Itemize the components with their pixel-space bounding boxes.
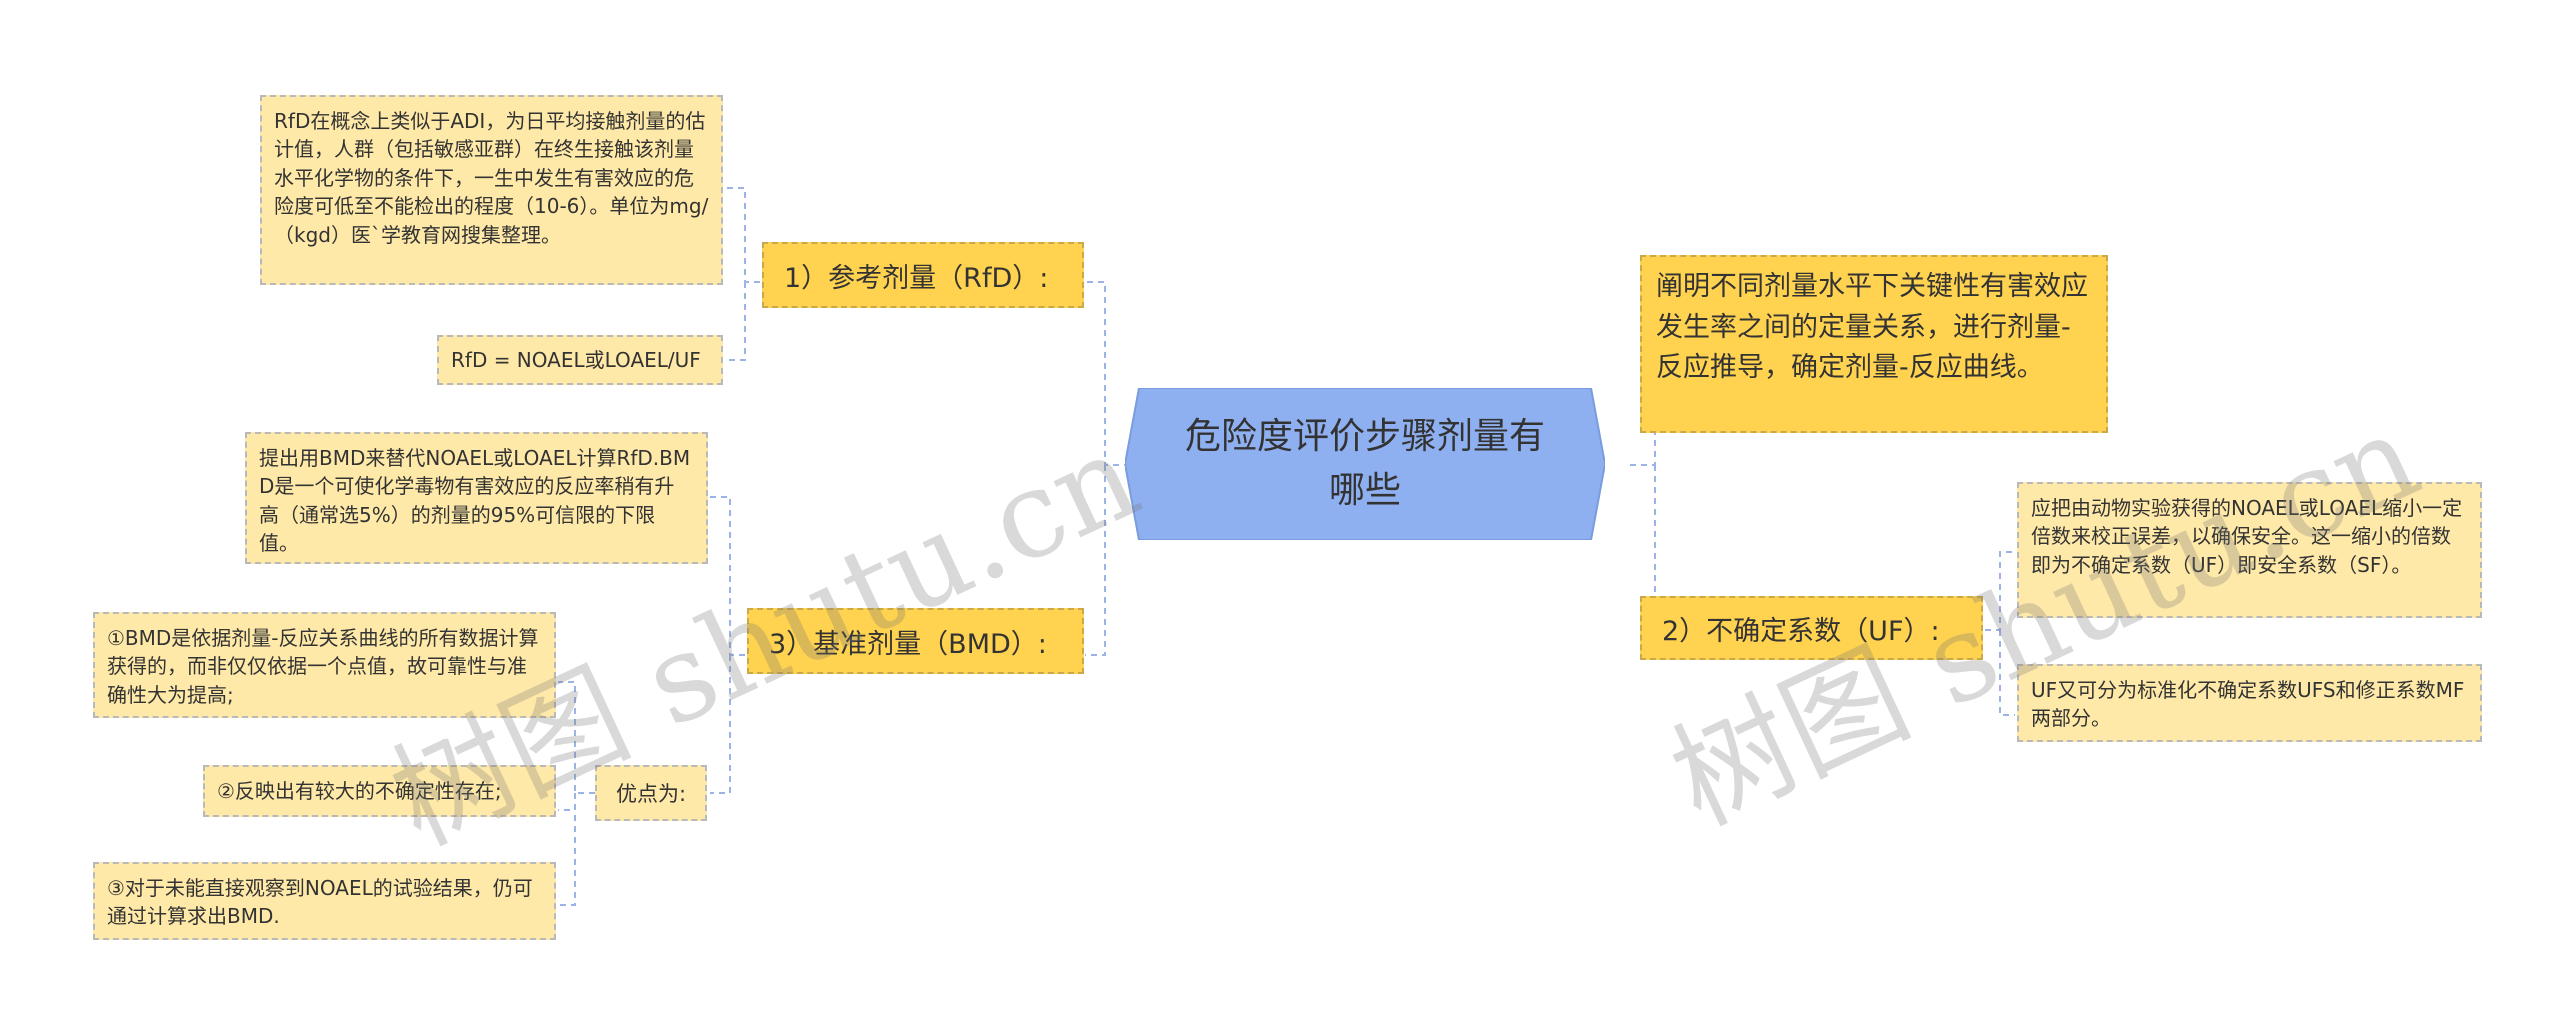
central-topic[interactable]: 危险度评价步骤剂量有哪些 (1184, 416, 1545, 511)
branch-uf[interactable]: 2）不确定系数（UF）: (1640, 596, 1983, 660)
bmd-advantage-2[interactable]: ②反映出有较大的不确定性存在; (203, 765, 556, 817)
bmd-advantages-label[interactable]: 优点为: (595, 765, 707, 821)
bmd-advantage-1[interactable]: ①BMD是依据剂量-反应关系曲线的所有数据计算获得的，而非仅仅依据一个点值，故可… (93, 612, 556, 718)
branch-rfd[interactable]: 1）参考剂量（RfD）: (762, 242, 1084, 308)
rfd-formula-note[interactable]: RfD = NOAEL或LOAEL/UF (437, 335, 723, 385)
uf-components-note[interactable]: UF又可分为标准化不确定系数UFS和修正系数MF两部分。 (2017, 664, 2482, 742)
bmd-advantage-3[interactable]: ③对于未能直接观察到NOAEL的试验结果，仍可通过计算求出BMD. (93, 862, 556, 940)
bmd-definition-note[interactable]: 提出用BMD来替代NOAEL或LOAEL计算RfD.BMD是一个可使化学毒物有害… (245, 432, 708, 564)
uf-definition-note[interactable]: 应把由动物实验获得的NOAEL或LOAEL缩小一定倍数来校正误差，以确保安全。这… (2017, 482, 2482, 618)
central-topic-shape (1125, 388, 1605, 540)
dose-response-note[interactable]: 阐明不同剂量水平下关键性有害效应发生率之间的定量关系，进行剂量-反应推导，确定剂… (1640, 255, 2108, 433)
rfd-definition-note[interactable]: RfD在概念上类似于ADI，为日平均接触剂量的估计值，人群（包括敏感亚群）在终生… (260, 95, 723, 285)
branch-bmd[interactable]: 3）基准剂量（BMD）: (747, 608, 1084, 674)
